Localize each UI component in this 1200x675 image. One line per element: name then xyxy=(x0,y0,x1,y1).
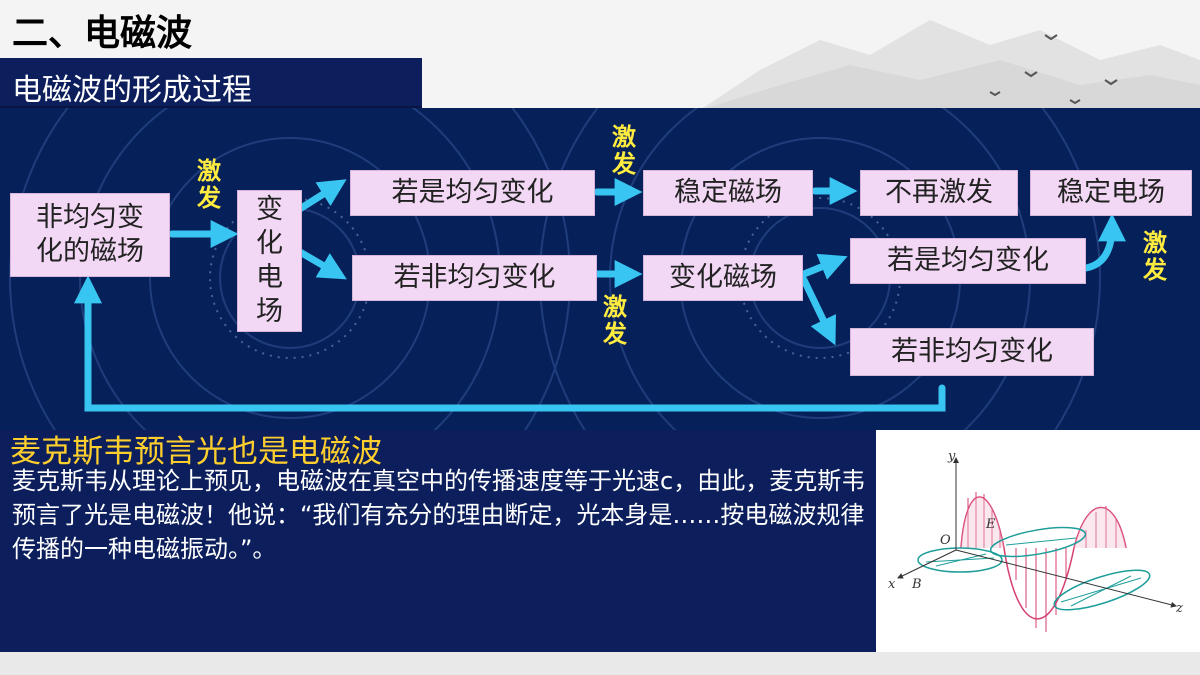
node-changing-electric-field: 变 化 电 场 xyxy=(237,190,302,332)
maxwell-heading: 麦克斯韦预言光也是电磁波 xyxy=(10,434,382,470)
node-text-line: 化的磁场 xyxy=(36,236,144,267)
node-text-line: 非均匀变 xyxy=(36,202,144,233)
z-axis-label: z xyxy=(1175,601,1183,616)
node-if-uniform-change-2: 若是均匀变化 xyxy=(850,238,1086,284)
y-axis-label: y xyxy=(947,449,956,464)
maxwell-prediction-panel: 麦克斯韦预言光也是电磁波 麦克斯韦从理论上预见，电磁波在真空中的传播速度等于光速… xyxy=(0,430,876,652)
em-wave-figure: y x z O E B xyxy=(876,430,1200,652)
node-changing-magnetic-field: 变化磁场 xyxy=(643,255,803,301)
excite-char: 激 xyxy=(603,293,627,321)
excite-label: 激 发 xyxy=(600,294,630,348)
node-text-char: 变 xyxy=(256,194,283,225)
node-if-uniform-change-1: 若是均匀变化 xyxy=(350,170,595,216)
node-stable-magnetic-field: 稳定磁场 xyxy=(643,170,813,216)
excite-char: 发 xyxy=(603,320,627,348)
section-subtitle: 电磁波的形成过程 xyxy=(12,73,252,108)
slide-title: 二、电磁波 xyxy=(12,13,193,54)
excite-label: 激 发 xyxy=(609,124,639,178)
e-field-vectors xyxy=(967,492,1117,632)
node-stable-electric-field: 稳定电场 xyxy=(1030,170,1192,216)
excite-char: 激 xyxy=(1143,229,1167,257)
excite-char: 发 xyxy=(1143,256,1167,284)
excite-char: 激 xyxy=(612,123,636,151)
excite-label: 激 发 xyxy=(1140,230,1170,284)
maxwell-paragraph: 麦克斯韦从理论上预见，电磁波在真空中的传播速度等于光速c，由此，麦克斯韦预言了光… xyxy=(12,467,866,563)
node-no-more-excitation: 不再激发 xyxy=(860,170,1018,216)
node-non-uniform-magnetic-field: 非均匀变 化的磁场 xyxy=(10,193,170,277)
subtitle-bar: 电磁波的形成过程 xyxy=(0,58,422,108)
mountain-landscape-background xyxy=(700,20,1200,110)
excite-char: 发 xyxy=(197,184,221,212)
formation-process-diagram: 非均匀变 化的磁场 变 化 电 场 若是均匀变化 若非均匀变化 稳定磁场 变化磁… xyxy=(0,108,1200,430)
node-text-char: 化 xyxy=(256,228,283,259)
x-axis-label: x xyxy=(888,577,896,592)
excite-char: 激 xyxy=(197,157,221,185)
flying-birds-icon xyxy=(989,34,1118,105)
node-if-nonuniform-change-1: 若非均匀变化 xyxy=(352,255,597,301)
excite-char: 发 xyxy=(612,150,636,178)
node-text-char: 场 xyxy=(256,296,283,327)
node-text-char: 电 xyxy=(256,262,283,293)
e-field-label: E xyxy=(985,517,996,532)
origin-label: O xyxy=(940,533,951,548)
node-if-nonuniform-change-2: 若非均匀变化 xyxy=(850,328,1094,376)
em-wave-diagram: y x z O E B xyxy=(888,449,1183,632)
bottom-strip xyxy=(0,652,1200,675)
excite-label: 激 发 xyxy=(194,158,224,212)
b-field-label: B xyxy=(911,577,922,592)
